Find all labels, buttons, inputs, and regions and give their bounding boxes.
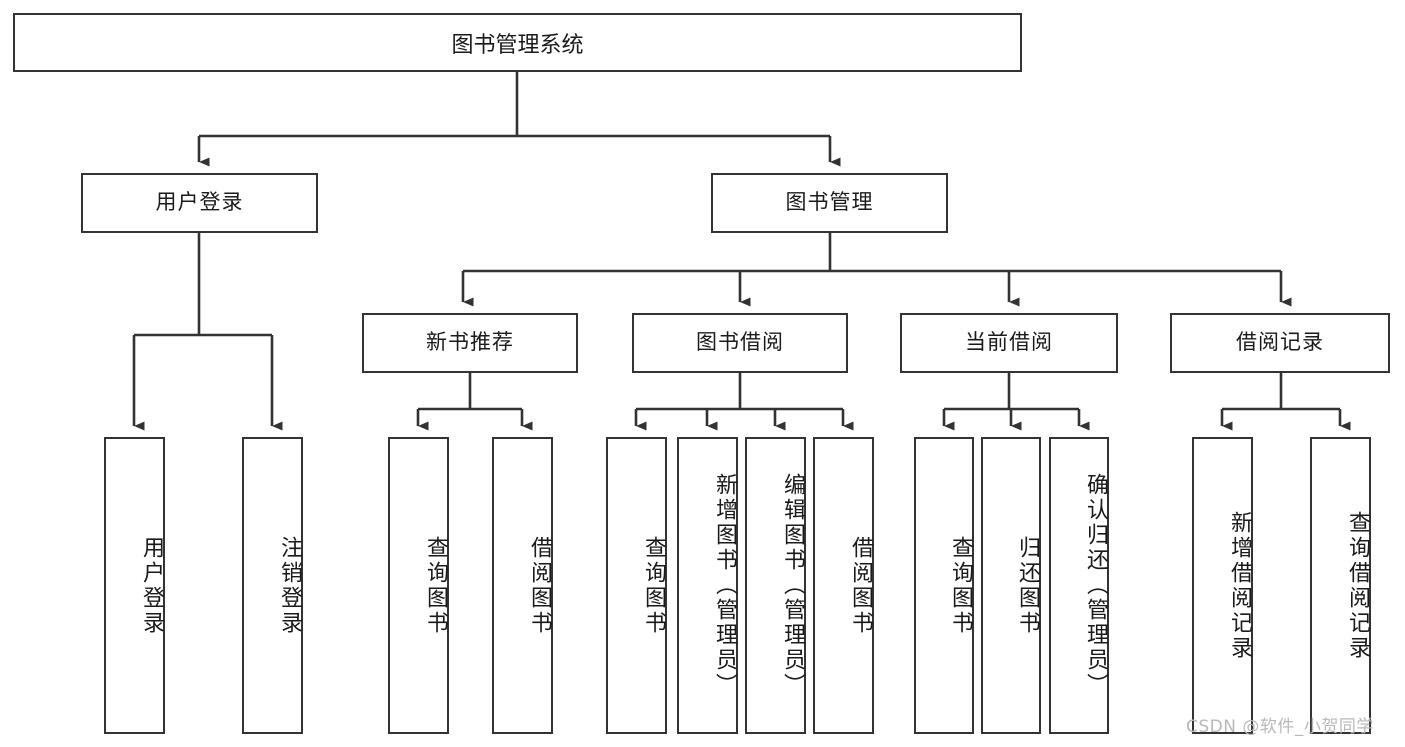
leaf-return-book[interactable]: 归还图书	[981, 437, 1041, 734]
node-label: 编辑图书（管理员）	[780, 473, 805, 698]
leaf-confirm-return-admin[interactable]: 确认归还（管理员）	[1049, 437, 1109, 734]
node-label: 当前借阅	[965, 330, 1053, 355]
node-borrow-record[interactable]: 借阅记录	[1170, 313, 1390, 373]
leaf-borrow-book-2[interactable]: 借阅图书	[813, 437, 874, 734]
node-label: 借阅图书	[527, 535, 552, 636]
node-book-borrow[interactable]: 图书借阅	[632, 313, 848, 373]
node-label: 注销登录	[277, 535, 302, 636]
node-new-book-recommend[interactable]: 新书推荐	[362, 313, 578, 373]
node-label: 图书借阅	[696, 330, 784, 355]
node-user-login[interactable]: 用户登录	[81, 173, 318, 233]
leaf-logout-login[interactable]: 注销登录	[242, 437, 303, 734]
node-label: 新增借阅记录	[1227, 510, 1252, 661]
watermark: CSDN @软件_小贺同学	[1186, 717, 1374, 737]
node-label: 归还图书	[1015, 535, 1040, 636]
node-label: 用户登录	[155, 190, 244, 215]
node-label: 查询图书	[423, 535, 448, 636]
node-label: 新增图书（管理员）	[712, 473, 737, 698]
leaf-query-book-3[interactable]: 查询图书	[914, 437, 974, 734]
node-label: 图书管理系统	[451, 32, 584, 58]
leaf-query-borrow-record[interactable]: 查询借阅记录	[1310, 437, 1371, 734]
node-label: 图书管理	[785, 190, 874, 215]
leaf-query-book-2[interactable]: 查询图书	[606, 437, 667, 734]
node-current-borrow[interactable]: 当前借阅	[900, 313, 1118, 373]
leaf-add-borrow-record[interactable]: 新增借阅记录	[1192, 437, 1253, 734]
leaf-user-login[interactable]: 用户登录	[104, 437, 165, 734]
node-label: 查询图书	[641, 535, 666, 636]
node-label: 新书推荐	[426, 330, 514, 355]
leaf-borrow-book-1[interactable]: 借阅图书	[492, 437, 553, 734]
node-label: 确认归还（管理员）	[1083, 473, 1108, 698]
node-label: 借阅记录	[1236, 330, 1324, 355]
node-label: 查询借阅记录	[1345, 510, 1370, 661]
node-book-manage[interactable]: 图书管理	[711, 173, 948, 233]
leaf-query-book-1[interactable]: 查询图书	[388, 437, 449, 734]
node-label: 借阅图书	[848, 535, 873, 636]
node-book-management-system[interactable]: 图书管理系统	[13, 13, 1022, 72]
leaf-add-book-admin[interactable]: 新增图书（管理员）	[677, 437, 738, 734]
node-label: 查询图书	[948, 535, 973, 636]
leaf-edit-book-admin[interactable]: 编辑图书（管理员）	[745, 437, 806, 734]
node-label: 用户登录	[139, 535, 164, 636]
